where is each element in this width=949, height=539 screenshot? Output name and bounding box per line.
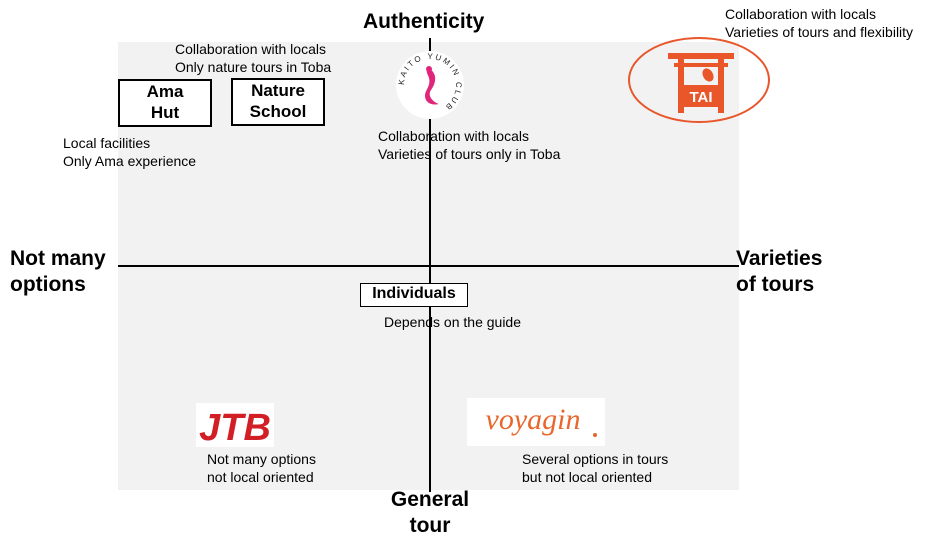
individuals-box: Individuals <box>360 283 468 307</box>
svg-text:TAI: TAI <box>689 89 712 106</box>
axis-label-bottom: General tour <box>390 488 470 537</box>
axis-label-right: Varieties of tours <box>736 247 823 296</box>
jtb-logo: JTB <box>196 403 274 449</box>
nature-school-note: Collaboration with locals Only nature to… <box>175 41 332 75</box>
axis-label-left: Not many options <box>10 247 106 296</box>
tai-logo: TAI <box>666 51 736 115</box>
voyagin-note: Several options in tours but not local o… <box>522 451 669 485</box>
ama-hut-box: Ama Hut <box>118 79 212 127</box>
svg-text:voyagin: voyagin <box>486 403 581 436</box>
svg-text:JTB: JTB <box>199 407 271 447</box>
tai-note: Collaboration with locals Varieties of t… <box>725 6 914 40</box>
individuals-note: Depends on the guide <box>384 314 521 330</box>
ama-hut-note: Local facilities Only Ama experience <box>63 135 197 169</box>
kaito-yumin-club-logo: KAITO YUMIN CLUB <box>395 50 465 120</box>
kaito-yumin-note: Collaboration with locals Varieties of t… <box>378 128 561 162</box>
axis-label-top: Authenticity <box>363 10 485 33</box>
jtb-note: Not many options not local oriented <box>207 451 316 485</box>
nature-school-box: Nature School <box>231 78 325 126</box>
tai-highlight-ellipse <box>628 37 770 123</box>
voyagin-logo: voyagin <box>467 398 605 446</box>
horizontal-axis <box>118 265 739 267</box>
